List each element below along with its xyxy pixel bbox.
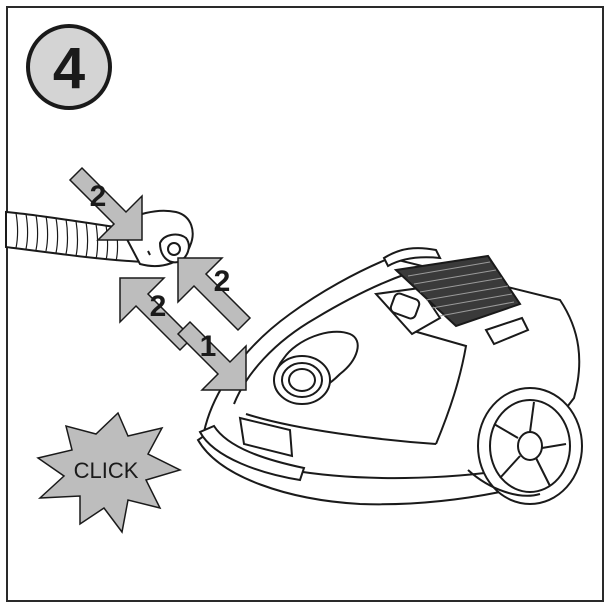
hose-ribs (15, 212, 119, 262)
arrow-label: 1 (200, 330, 217, 363)
diagram-frame (6, 6, 604, 602)
arrow-2-right-of-nozzle: 2 (177, 257, 252, 332)
carry-handle (382, 247, 442, 268)
arrow-2-below-left: 2 (119, 277, 194, 352)
click-burst: CLICK (36, 411, 183, 534)
hose-inlet (273, 330, 359, 405)
arrow-label: 2 (150, 290, 167, 323)
front-bumper (198, 424, 306, 482)
arrow-label: 2 (214, 265, 231, 298)
step-badge: 4 (26, 24, 112, 110)
rear-wheel (477, 387, 583, 505)
arrow-2-top-left: 2 (68, 166, 143, 241)
arrow-1-insert: 1 (176, 320, 247, 391)
arrow-label: 2 (90, 180, 107, 213)
step-number: 4 (53, 36, 85, 101)
vacuum-cleaner (196, 247, 583, 506)
click-label: CLICK (74, 458, 139, 483)
